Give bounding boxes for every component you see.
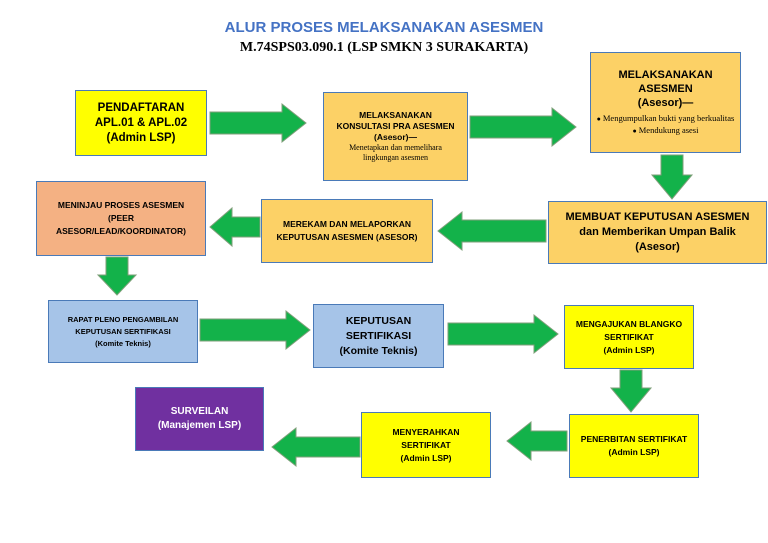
arrow-meninjau-to-rapat [96, 256, 138, 296]
meninjau-line3: ASESOR/LEAD/KOORDINATOR) [55, 226, 187, 236]
menyerahkan-line3: (Admin LSP) [400, 452, 452, 463]
melaksanakan-line1: MELAKSANAKAN [618, 69, 713, 81]
box-keputusan-sertifikasi: KEPUTUSAN SERTIFIKASI (Komite Teknis) [313, 304, 444, 368]
merekam-line1: MEREKAM DAN MELAPORKAN [283, 219, 411, 229]
box-menyerahkan-sertifikat: MENYERAHKAN SERTIFIKAT (Admin LSP) [361, 412, 491, 478]
arrow-melaksanakan-to-keputusan-asesmen [650, 154, 694, 200]
keputusan-sertifikasi-line3: (Komite Teknis) [339, 344, 418, 357]
konsultasi-line2: KONSULTASI PRA ASESMEN [336, 121, 455, 131]
rapat-line3: (Komite Teknis) [95, 338, 151, 348]
keputusan-sertifikasi-line1: KEPUTUSAN [345, 314, 412, 327]
box-merekam-melaporkan: MEREKAM DAN MELAPORKAN KEPUTUSAN ASESMEN… [261, 199, 433, 263]
melaksanakan-bullet-1: Mengumpulkan bukti yang berkualitas [597, 113, 735, 125]
pendaftaran-line2: APL.01 & APL.02 [94, 116, 188, 129]
box-rapat-pleno: RAPAT PLENO PENGAMBILAN KEPUTUSAN SERTIF… [48, 300, 198, 363]
rapat-line1: RAPAT PLENO PENGAMBILAN [67, 314, 179, 324]
arrow-merekam-to-meninjau [209, 206, 261, 248]
arrow-konsultasi-to-melaksanakan [469, 106, 577, 148]
diagram-subtitle: M.74SPS03.090.1 (LSP SMKN 3 SURAKARTA) [239, 40, 529, 55]
arrow-penerbitan-to-menyerahkan [506, 420, 568, 462]
blangko-line1: MENGAJUKAN BLANGKO [575, 318, 683, 329]
keputusan-asesmen-line1: MEMBUAT KEPUTUSAN ASESMEN [565, 211, 750, 223]
arrow-menyerahkan-to-surveilan [271, 426, 361, 468]
konsultasi-note: Menetapkan dan memelihara lingkungan ase… [349, 143, 442, 162]
pendaftaran-line1: PENDAFTARAN [97, 101, 185, 114]
meninjau-line1: MENINJAU PROSES ASESMEN [57, 200, 185, 210]
penerbitan-line1: PENERBITAN SERTIFIKAT [580, 434, 688, 444]
rapat-line2: KEPUTUSAN SERTIFIKASI [75, 326, 171, 336]
merekam-line2: KEPUTUSAN ASESMEN (ASESOR) [276, 232, 418, 242]
arrow-keputusan-asesmen-to-merekam [437, 210, 547, 252]
box-meninjau-proses-asesmen: MENINJAU PROSES ASESMEN (PEER ASESOR/LEA… [36, 181, 206, 256]
blangko-line2: SERTIFIKAT [604, 331, 654, 342]
box-melaksanakan-asesmen: MELAKSANAKAN ASESMEN (Asesor)— Mengumpul… [590, 52, 741, 153]
surveilan-line2: (Manajemen LSP) [157, 420, 242, 431]
keputusan-asesmen-line3: (Asesor) [635, 241, 680, 253]
surveilan-line1: SURVEILAN [170, 406, 229, 417]
melaksanakan-bullet-list: Mengumpulkan bukti yang berkualitas Mend… [597, 113, 735, 137]
arrow-pendaftaran-to-konsultasi [209, 102, 307, 144]
melaksanakan-line3: (Asesor)— [637, 97, 694, 109]
box-konsultasi-pra-asesmen: MELAKSANAKAN KONSULTASI PRA ASESMEN (Ase… [323, 92, 468, 181]
menyerahkan-line1: MENYERAHKAN [392, 426, 460, 437]
konsultasi-line3: (Asesor)— [374, 132, 417, 142]
arrow-keputusan-sertifikasi-to-blangko [447, 313, 559, 355]
box-penerbitan-sertifikat: PENERBITAN SERTIFIKAT (Admin LSP) [569, 414, 699, 478]
blangko-line3: (Admin LSP) [603, 344, 655, 355]
box-membuat-keputusan-asesmen: MEMBUAT KEPUTUSAN ASESMEN dan Memberikan… [548, 201, 767, 264]
pendaftaran-line3: (Admin LSP) [106, 131, 176, 144]
konsultasi-line1: MELAKSANAKAN [359, 110, 432, 120]
melaksanakan-line2: ASESMEN [638, 83, 693, 95]
penerbitan-line2: (Admin LSP) [608, 447, 660, 457]
arrow-rapat-to-keputusan-sertifikasi [199, 309, 311, 351]
arrow-blangko-to-penerbitan [609, 369, 653, 413]
box-pendaftaran: PENDAFTARAN APL.01 & APL.02 (Admin LSP) [75, 90, 207, 156]
box-surveilan: SURVEILAN (Manajemen LSP) [135, 387, 264, 451]
box-mengajukan-blangko: MENGAJUKAN BLANGKO SERTIFIKAT (Admin LSP… [564, 305, 694, 369]
menyerahkan-line2: SERTIFIKAT [401, 439, 451, 450]
keputusan-sertifikasi-line2: SERTIFIKASI [345, 329, 412, 342]
melaksanakan-bullet-2: Mendukung asesi [597, 125, 735, 137]
keputusan-asesmen-line2: dan Memberikan Umpan Balik [579, 226, 736, 238]
diagram-title: ALUR PROSES MELAKSANAKAN ASESMEN [224, 19, 544, 36]
meninjau-line2: (PEER [108, 213, 134, 223]
